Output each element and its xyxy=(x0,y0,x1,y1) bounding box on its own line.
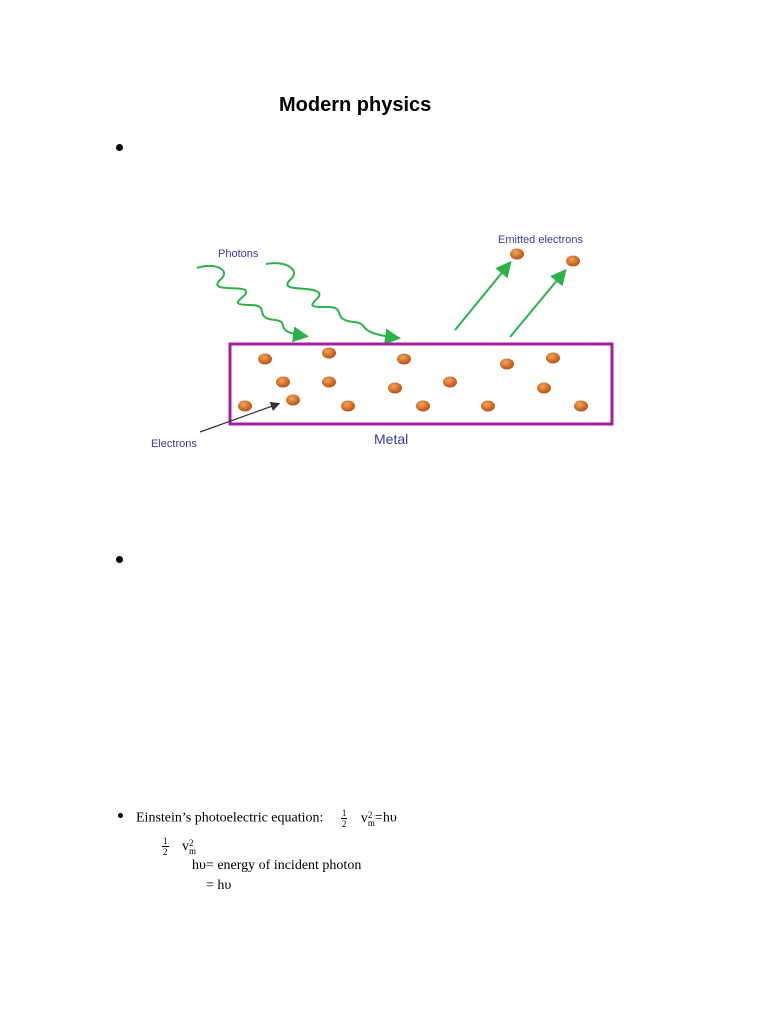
metal-electron xyxy=(276,376,290,388)
metal-electron xyxy=(322,376,336,388)
bullet-2 xyxy=(116,556,123,563)
metal-electron xyxy=(537,382,551,394)
emitted-electrons-label: Emitted electrons xyxy=(498,234,583,246)
metal-electron xyxy=(397,353,411,365)
metal-electron xyxy=(258,353,272,365)
photon-wave-1 xyxy=(196,264,309,343)
equation-rhs: =hυ xyxy=(374,810,397,826)
metal-electron xyxy=(481,400,495,412)
metal-electron xyxy=(388,382,402,394)
metal-label: Metal xyxy=(374,431,408,447)
metal-electron xyxy=(416,400,430,412)
page-title: Modern physics xyxy=(279,94,432,116)
metal-electron xyxy=(546,352,560,364)
photoelectric-diagram: Photons Emitted electrons Electrons Meta… xyxy=(151,234,614,450)
photon-wave-2 xyxy=(265,262,401,345)
emitted-arrow-2 xyxy=(509,268,567,338)
bullet-1 xyxy=(116,144,123,151)
emitted-arrow-1 xyxy=(454,260,512,331)
metal-electron xyxy=(574,400,588,412)
metal-electron xyxy=(443,376,457,388)
emitted-electron xyxy=(510,248,524,260)
equation-line-4: = hυ xyxy=(206,878,232,893)
metal-electron xyxy=(341,400,355,412)
metal-electron xyxy=(322,347,336,359)
half-fraction-2: 1 2 xyxy=(162,836,169,857)
emitted-electron xyxy=(566,255,580,267)
equation-intro: Einstein’s photoelectric equation: xyxy=(136,810,324,826)
electrons-pointer-arrow xyxy=(199,401,281,433)
equation-line-3: hυ= energy of incident photon xyxy=(192,858,362,873)
metal-electron xyxy=(286,394,300,406)
metal-electron xyxy=(238,400,252,412)
half-fraction: 1 2 xyxy=(340,808,348,829)
bullet-3 xyxy=(118,813,123,818)
electrons-label: Electrons xyxy=(151,438,197,450)
metal-electron xyxy=(500,358,514,370)
equation-line-1: Einstein’s photoelectric equation: 1 2 v… xyxy=(136,808,397,829)
photons-label: Photons xyxy=(218,248,259,260)
